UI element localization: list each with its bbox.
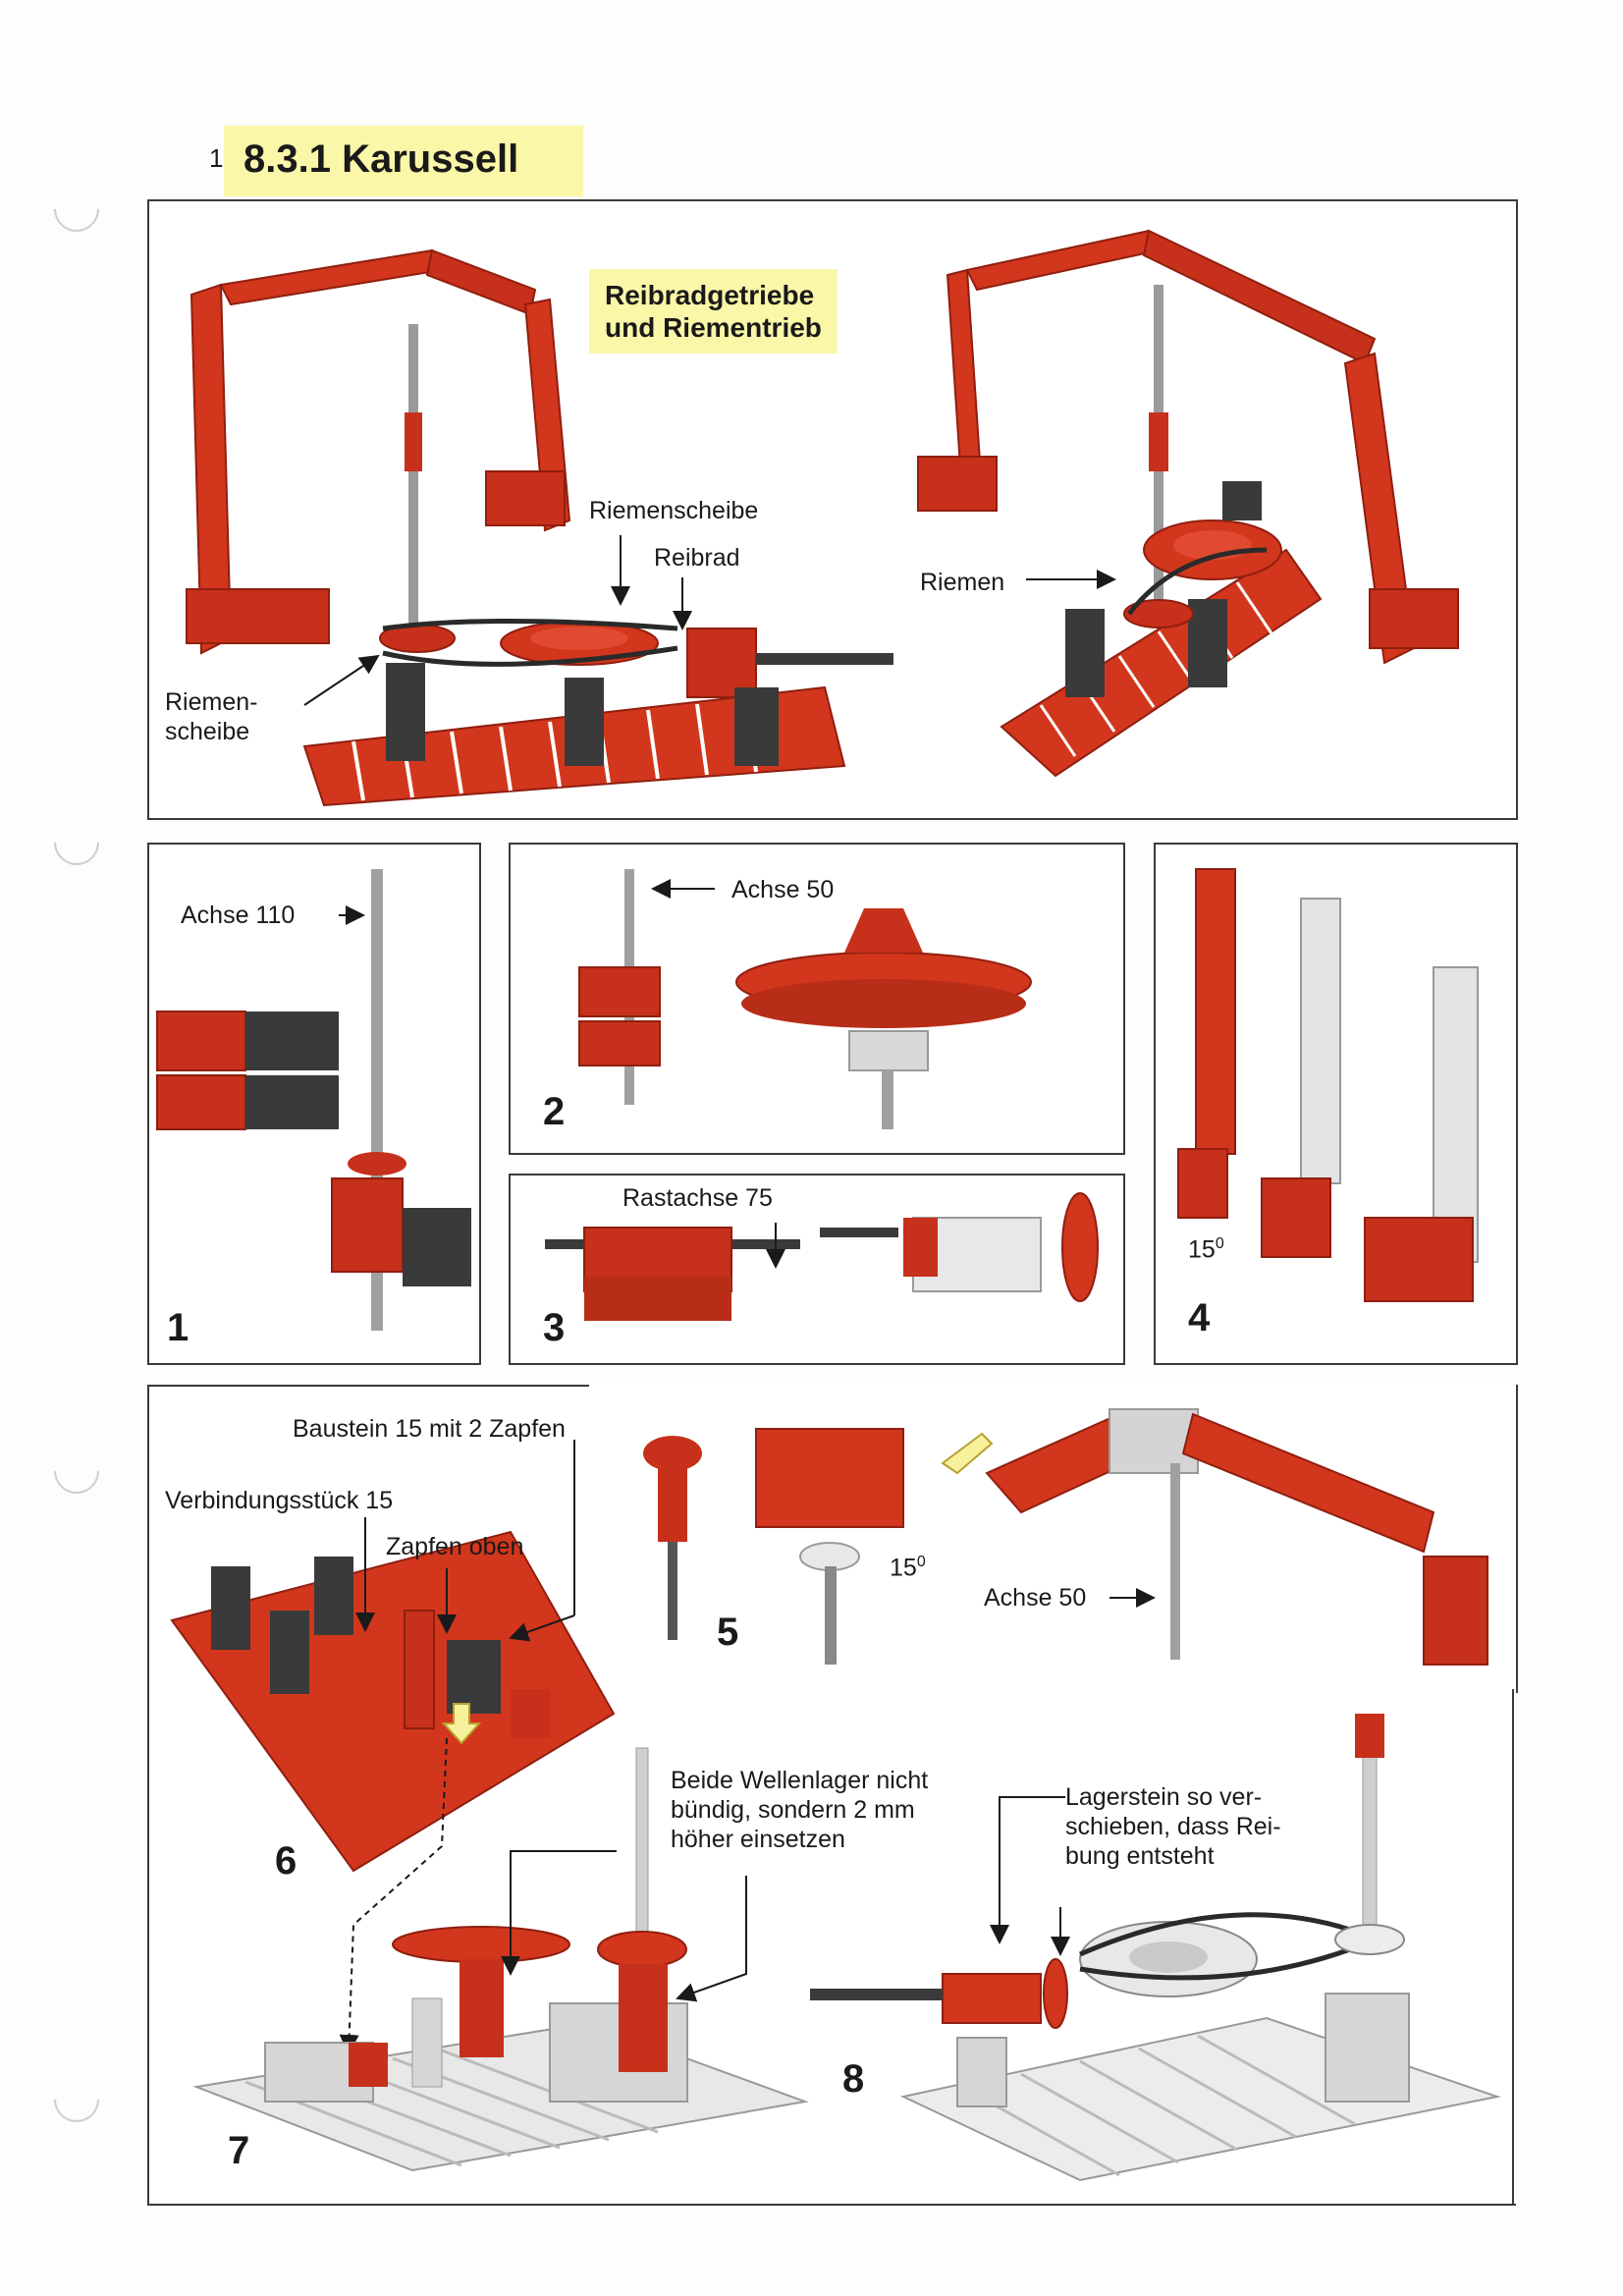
label-baustein-15: Baustein 15 mit 2 Zapfen [293, 1415, 566, 1443]
step-number-8: 8 [842, 2057, 865, 2101]
label-riemenscheibe: Riemenscheibe [589, 497, 759, 524]
step-number-2: 2 [543, 1090, 566, 1133]
title-highlight [224, 126, 583, 196]
step-number-3: 3 [543, 1306, 566, 1349]
note-lagerstein: Lagerstein so ver- schieben, dass Rei- b… [1065, 1783, 1281, 1870]
label-reibrad: Reibrad [654, 544, 740, 572]
step-number-7: 7 [228, 2129, 250, 2172]
label-achse-50-step5: Achse 50 [984, 1584, 1087, 1612]
step-number-1: 1 [167, 1306, 189, 1349]
note-wellenlager: Beide Wellenlager nicht bündig, sondern … [671, 1767, 929, 1853]
angle-label-4: 150 [1188, 1235, 1224, 1264]
step-5-model [643, 1408, 1488, 1666]
carousel-right-model [917, 229, 1459, 778]
step-number-4: 4 [1188, 1296, 1211, 1339]
step-number-5: 5 [717, 1611, 739, 1654]
label-riemenscheibe-left: Riemen- scheibe [165, 688, 258, 745]
step-7-model [192, 1747, 809, 2172]
step-1-model [156, 869, 471, 1331]
step-number-6: 6 [275, 1839, 298, 1883]
label-achse-50: Achse 50 [731, 876, 835, 903]
step-2-model [578, 869, 1032, 1129]
panel-divider [147, 1385, 589, 1387]
step-8-model [810, 1714, 1501, 2182]
label-zapfen-oben: Zapfen oben [386, 1533, 524, 1560]
step-3-model [545, 1192, 1099, 1321]
label-rastachse-75: Rastachse 75 [622, 1184, 773, 1212]
page-title: 8.3.1 Karussell [243, 137, 519, 181]
label-verbindungsstueck-15: Verbindungsstück 15 [165, 1487, 394, 1514]
carousel-left-model [186, 248, 893, 807]
page-number: 1 [209, 143, 224, 173]
angle-label-5: 150 [890, 1554, 926, 1582]
label-riemen: Riemen [920, 569, 1005, 596]
panel-divider [1512, 1689, 1514, 2206]
subtitle-highlight: Reibradgetriebe und Riementrieb [589, 269, 838, 354]
step-4-model [1177, 868, 1479, 1302]
step-6-model [170, 1530, 616, 1873]
label-achse-110: Achse 110 [181, 902, 296, 929]
